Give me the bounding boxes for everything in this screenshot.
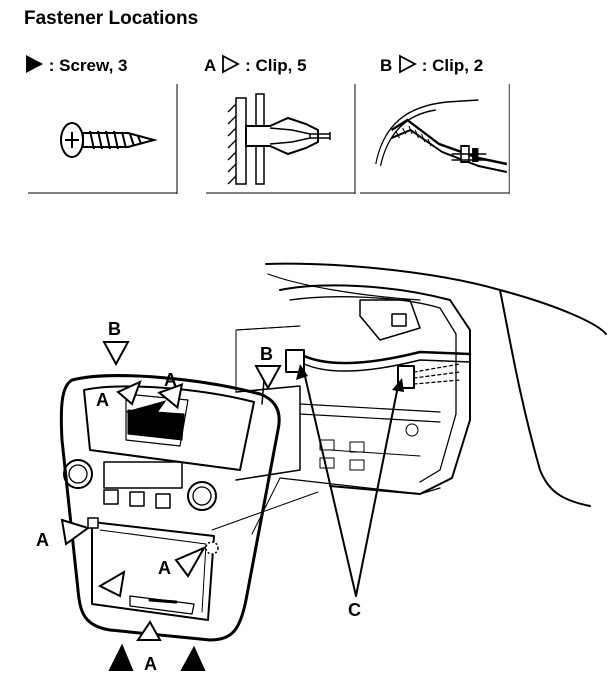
clip-b-marker-2 xyxy=(254,365,282,391)
clip-a-marker-3 xyxy=(60,518,91,546)
clip-a-marker-4 xyxy=(174,545,207,578)
clip-b-marker-1 xyxy=(102,341,130,367)
callout-b-2: B xyxy=(260,344,273,364)
center-panel xyxy=(59,374,281,642)
solid-triangle-icon xyxy=(26,55,43,73)
callout-a-2: A xyxy=(164,370,177,390)
leader-c-1 xyxy=(303,371,357,597)
callout-a-1: A xyxy=(96,390,109,410)
dashboard-top-edge xyxy=(265,262,607,335)
legend-clip-a-text: : Clip, 5 xyxy=(245,56,307,75)
legend-clip-a-letter: A xyxy=(204,56,216,75)
callout-a-3: A xyxy=(36,530,49,550)
screw-illustration xyxy=(28,84,178,194)
legend-clip-a: A : Clip, 5 xyxy=(204,54,307,76)
legend-screw: : Screw, 3 xyxy=(24,54,127,76)
screw-marker-1 xyxy=(126,400,167,432)
outline-triangle-icon xyxy=(399,54,417,74)
legend-screw-text: : Screw, 3 xyxy=(48,56,128,75)
legend-clip-b-letter: B xyxy=(380,56,393,75)
page-title: Fastener Locations xyxy=(24,8,199,29)
clip-a-marker-5 xyxy=(136,620,162,641)
clip-a-marker-6 xyxy=(97,570,126,598)
clip-a-illustration xyxy=(206,84,356,194)
callout-a-4: A xyxy=(158,558,171,578)
clip-a-marker-2 xyxy=(157,382,184,410)
pocket-opening xyxy=(91,521,215,621)
callout-c: C xyxy=(348,600,361,620)
callout-b-1: B xyxy=(108,319,121,339)
upper-connector xyxy=(359,299,421,341)
callout-a-5: A xyxy=(144,654,157,674)
legend-clip-b-text: : Clip, 2 xyxy=(421,56,484,75)
legend-clip-b: B : Clip, 2 xyxy=(380,54,483,76)
leader-c-2 xyxy=(355,385,399,597)
right-knob xyxy=(187,481,217,511)
left-knob xyxy=(63,459,93,489)
clip-a-marker-1 xyxy=(116,380,142,406)
clip-b-illustration xyxy=(360,84,510,194)
screw-marker-2 xyxy=(108,643,134,671)
screw-marker-3 xyxy=(180,645,206,671)
outline-triangle-icon xyxy=(222,54,241,74)
